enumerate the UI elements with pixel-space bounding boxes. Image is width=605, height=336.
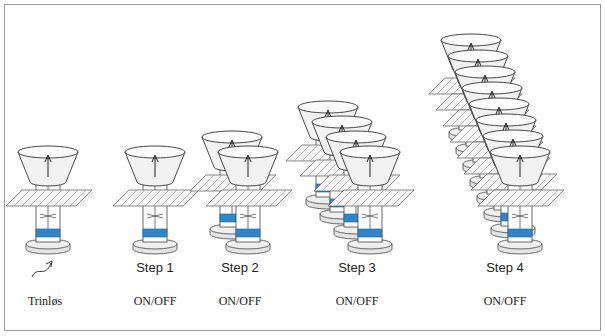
step3-units bbox=[286, 101, 414, 254]
step-label: Step 2 bbox=[221, 261, 259, 275]
step-label: Step 4 bbox=[486, 261, 524, 275]
step-label: Step 3 bbox=[338, 261, 376, 275]
step1-unit bbox=[113, 146, 199, 254]
mode-label: ON/OFF bbox=[484, 295, 527, 308]
step2-units bbox=[190, 131, 292, 254]
mode-label: ON/OFF bbox=[219, 295, 262, 308]
stepless-unit bbox=[6, 146, 92, 254]
mode-label: Trinløs bbox=[28, 295, 62, 308]
mode-label: ON/OFF bbox=[336, 295, 379, 308]
step4-units bbox=[429, 34, 564, 254]
step-label: Step 1 bbox=[136, 261, 174, 275]
mode-label: ON/OFF bbox=[134, 295, 177, 308]
frame-border bbox=[5, 5, 601, 331]
variable-symbol bbox=[32, 261, 52, 277]
